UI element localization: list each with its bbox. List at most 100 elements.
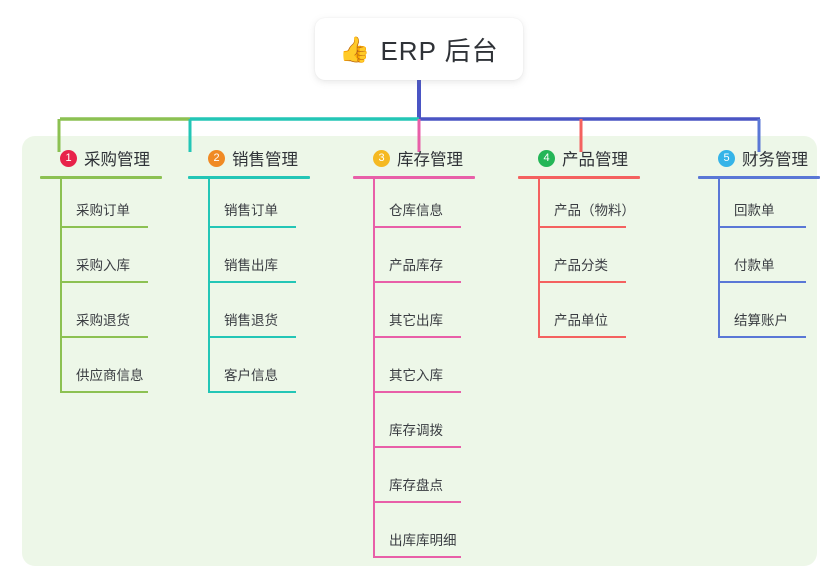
leaf-item[interactable]: 采购入库 bbox=[40, 234, 210, 289]
leaf-item-label: 仓库信息 bbox=[389, 203, 443, 218]
branch-title-2: 销售管理 bbox=[232, 151, 298, 169]
leaf-item-label: 付款单 bbox=[734, 258, 775, 273]
leaf-item-label: 结算账户 bbox=[734, 313, 788, 328]
leaf-item[interactable]: 产品分类 bbox=[518, 234, 688, 289]
branch-header-3[interactable]: 3 库存管理 bbox=[353, 146, 523, 170]
leaf-item-label: 销售订单 bbox=[224, 203, 278, 218]
leaf-item-underline bbox=[60, 226, 148, 228]
leaf-item-underline bbox=[538, 281, 626, 283]
leaf-item-underline bbox=[208, 336, 296, 338]
branch-badge-2: 2 bbox=[208, 149, 225, 167]
branch-items-3: 仓库信息产品库存其它出库其它入库库存调拨库存盘点出库库明细 bbox=[353, 179, 523, 564]
branch-title-1: 采购管理 bbox=[84, 151, 150, 169]
branch-header-2[interactable]: 2 销售管理 bbox=[188, 146, 358, 170]
leaf-item-underline bbox=[60, 391, 148, 393]
leaf-item[interactable]: 库存盘点 bbox=[353, 454, 523, 509]
leaf-item-underline bbox=[538, 226, 626, 228]
branch-title-5: 财务管理 bbox=[742, 151, 808, 169]
leaf-item[interactable]: 其它入库 bbox=[353, 344, 523, 399]
branch-header-4[interactable]: 4 产品管理 bbox=[518, 146, 688, 170]
leaf-item[interactable]: 其它出库 bbox=[353, 289, 523, 344]
branch-column-2: 2 销售管理销售订单销售出库销售退货客户信息 bbox=[188, 146, 358, 399]
leaf-item-label: 产品分类 bbox=[554, 258, 608, 273]
leaf-item-underline bbox=[60, 336, 148, 338]
diagram-panel bbox=[22, 136, 817, 566]
branch-items-5: 回款单付款单结算账户 bbox=[698, 179, 839, 344]
leaf-item-label: 采购订单 bbox=[76, 203, 130, 218]
branch-spine-4 bbox=[538, 179, 540, 336]
leaf-item-underline bbox=[208, 391, 296, 393]
leaf-item-underline bbox=[373, 446, 461, 448]
leaf-item[interactable]: 付款单 bbox=[698, 234, 839, 289]
leaf-item[interactable]: 客户信息 bbox=[188, 344, 358, 399]
branch-badge-5: 5 bbox=[718, 149, 735, 167]
leaf-item[interactable]: 销售订单 bbox=[188, 179, 358, 234]
leaf-item-underline bbox=[373, 391, 461, 393]
branch-spine-1 bbox=[60, 179, 62, 391]
leaf-item[interactable]: 采购订单 bbox=[40, 179, 210, 234]
leaf-item-label: 采购入库 bbox=[76, 258, 130, 273]
branch-column-5: 5 财务管理回款单付款单结算账户 bbox=[698, 146, 839, 344]
leaf-item-underline bbox=[373, 226, 461, 228]
leaf-item[interactable]: 产品（物料） bbox=[518, 179, 688, 234]
leaf-item[interactable]: 结算账户 bbox=[698, 289, 839, 344]
branch-header-5[interactable]: 5 财务管理 bbox=[698, 146, 839, 170]
branch-header-1[interactable]: 1 采购管理 bbox=[40, 146, 210, 170]
root-node-content: 👍 ERP 后台 bbox=[339, 31, 498, 68]
branch-items-4: 产品（物料） 产品分类产品单位 bbox=[518, 179, 688, 344]
leaf-item[interactable]: 产品库存 bbox=[353, 234, 523, 289]
branch-title-3: 库存管理 bbox=[397, 151, 463, 169]
branch-column-4: 4 产品管理产品（物料） 产品分类产品单位 bbox=[518, 146, 688, 344]
branch-badge-1: 1 bbox=[60, 149, 77, 167]
branch-items-1: 采购订单采购入库采购退货供应商信息 bbox=[40, 179, 210, 399]
root-node[interactable]: 👍 ERP 后台 bbox=[315, 18, 523, 80]
branch-spine-3 bbox=[373, 179, 375, 556]
branch-column-3: 3 库存管理仓库信息产品库存其它出库其它入库库存调拨库存盘点出库库明细 bbox=[353, 146, 523, 564]
leaf-item[interactable]: 回款单 bbox=[698, 179, 839, 234]
leaf-item-label: 产品库存 bbox=[389, 258, 443, 273]
leaf-item-label: 库存调拨 bbox=[389, 423, 443, 438]
leaf-item[interactable]: 销售退货 bbox=[188, 289, 358, 344]
leaf-item-label: 出库库明细 bbox=[389, 533, 457, 548]
leaf-item-underline bbox=[718, 226, 806, 228]
leaf-item-label: 库存盘点 bbox=[389, 478, 443, 493]
branch-underline-2 bbox=[188, 176, 310, 179]
branch-badge-4: 4 bbox=[538, 149, 555, 167]
branch-spine-5 bbox=[718, 179, 720, 336]
branch-column-1: 1 采购管理采购订单采购入库采购退货供应商信息 bbox=[40, 146, 210, 399]
leaf-item-underline bbox=[208, 226, 296, 228]
leaf-item[interactable]: 供应商信息 bbox=[40, 344, 210, 399]
leaf-item-label: 销售退货 bbox=[224, 313, 278, 328]
leaf-item[interactable]: 产品单位 bbox=[518, 289, 688, 344]
leaf-item-underline bbox=[538, 336, 626, 338]
leaf-item-underline bbox=[373, 556, 461, 558]
leaf-item-underline bbox=[373, 336, 461, 338]
branch-underline-4 bbox=[518, 176, 640, 179]
branch-spine-2 bbox=[208, 179, 210, 391]
leaf-item-label: 客户信息 bbox=[224, 368, 278, 383]
root-title: ERP 后台 bbox=[380, 35, 499, 66]
leaf-item-underline bbox=[373, 501, 461, 503]
leaf-item[interactable]: 出库库明细 bbox=[353, 509, 523, 564]
leaf-item[interactable]: 仓库信息 bbox=[353, 179, 523, 234]
leaf-item[interactable]: 库存调拨 bbox=[353, 399, 523, 454]
leaf-item[interactable]: 销售出库 bbox=[188, 234, 358, 289]
leaf-item[interactable]: 采购退货 bbox=[40, 289, 210, 344]
leaf-item-label: 产品单位 bbox=[554, 313, 608, 328]
branch-title-4: 产品管理 bbox=[562, 151, 628, 169]
leaf-item-label: 供应商信息 bbox=[76, 368, 144, 383]
leaf-item-label: 采购退货 bbox=[76, 313, 130, 328]
leaf-item-underline bbox=[208, 281, 296, 283]
leaf-item-underline bbox=[718, 336, 806, 338]
leaf-item-label: 其它出库 bbox=[389, 313, 443, 328]
leaf-item-label: 其它入库 bbox=[389, 368, 443, 383]
thumbs-up-icon: 👍 bbox=[339, 34, 371, 64]
branch-underline-3 bbox=[353, 176, 475, 179]
branch-badge-3: 3 bbox=[373, 149, 390, 167]
branch-items-2: 销售订单销售出库销售退货客户信息 bbox=[188, 179, 358, 399]
leaf-item-underline bbox=[373, 281, 461, 283]
leaf-item-underline bbox=[60, 281, 148, 283]
leaf-item-label: 回款单 bbox=[734, 203, 775, 218]
leaf-item-label: 销售出库 bbox=[224, 258, 278, 273]
